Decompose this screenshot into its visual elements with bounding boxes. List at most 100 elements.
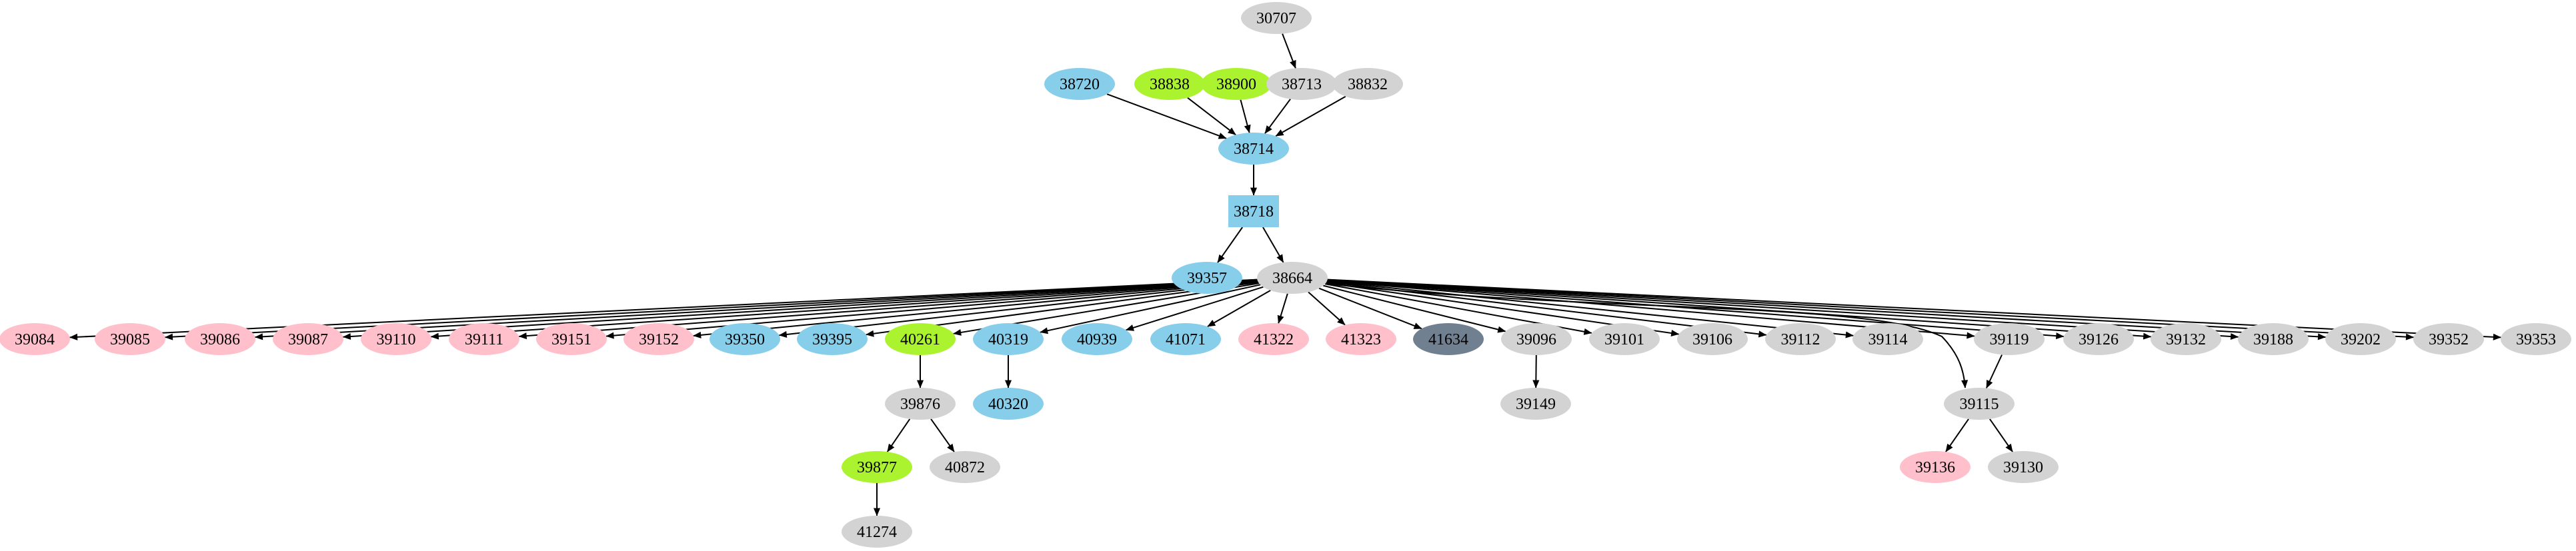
node-shape-ellipse <box>1044 68 1115 100</box>
node-label: 41322 <box>1254 331 1294 348</box>
node-shape-ellipse <box>2501 323 2571 355</box>
graph-node-39112: 39112 <box>1765 323 1836 355</box>
node-shape-ellipse <box>95 323 165 355</box>
graph-node-39152: 39152 <box>623 323 694 355</box>
node-label: 38720 <box>1060 76 1100 93</box>
node-label: 39188 <box>2253 331 2293 348</box>
node-label: 39096 <box>1516 331 1556 348</box>
edge-39119-39115 <box>1985 354 2003 389</box>
node-shape-ellipse <box>1134 68 1205 100</box>
edge-38664-39152 <box>693 280 1258 338</box>
node-shape-ellipse <box>1326 323 1396 355</box>
node-shape-ellipse <box>623 323 694 355</box>
graph-node-39151: 39151 <box>536 323 607 355</box>
edge-39115-39130 <box>1989 418 2013 452</box>
graph-node-41634: 41634 <box>1413 323 1484 355</box>
edge-39876-39877 <box>886 418 911 452</box>
graph-node-39106: 39106 <box>1677 323 1748 355</box>
graph-node-39087: 39087 <box>273 323 343 355</box>
node-label: 39106 <box>1692 331 1732 348</box>
node-label: 39151 <box>551 331 591 348</box>
edge-38664-41322 <box>1277 293 1288 324</box>
node-label: 30707 <box>1256 10 1296 27</box>
node-shape-ellipse <box>2413 323 2484 355</box>
node-label: 39126 <box>2079 331 2119 348</box>
node-shape-ellipse <box>885 323 956 355</box>
edge-38900-38714 <box>1240 99 1251 133</box>
edge-38664-39126 <box>1327 280 2065 340</box>
graph-node-39136: 39136 <box>1900 451 1971 483</box>
node-shape-ellipse <box>273 323 343 355</box>
edge-38664-39151 <box>605 280 1258 339</box>
node-label: 39130 <box>2003 459 2043 476</box>
node-label: 38838 <box>1150 76 1190 93</box>
graph-node-39202: 39202 <box>2325 323 2396 355</box>
edge-39876-40872 <box>930 418 955 452</box>
graph-node-41323: 41323 <box>1326 323 1396 355</box>
node-shape-ellipse <box>973 388 1044 420</box>
node-label: 40261 <box>900 331 940 348</box>
graph-node-40939: 40939 <box>1062 323 1132 355</box>
graph-node-39350: 39350 <box>710 323 780 355</box>
graph-node-39352: 39352 <box>2413 323 2484 355</box>
graph-node-38713: 38713 <box>1266 68 1337 100</box>
node-label: 40320 <box>988 396 1028 413</box>
node-shape-ellipse <box>2325 323 2396 355</box>
node-shape-ellipse <box>1677 323 1748 355</box>
graph-node-40320: 40320 <box>973 388 1044 420</box>
node-label: 39111 <box>465 331 503 348</box>
node-shape-ellipse <box>2063 323 2134 355</box>
node-label: 40872 <box>945 459 985 476</box>
node-shape-ellipse <box>1589 323 1660 355</box>
node-label: 41071 <box>1166 331 1206 348</box>
node-label: 39149 <box>1516 396 1556 413</box>
node-shape-ellipse <box>1201 68 1272 100</box>
node-shape-ellipse <box>536 323 607 355</box>
node-label: 38832 <box>1348 76 1388 93</box>
edge-38664-41323 <box>1308 291 1346 326</box>
node-shape-ellipse <box>1062 323 1132 355</box>
graph-node-38664: 38664 <box>1257 262 1328 294</box>
edge-38713-38714 <box>1264 99 1291 134</box>
edge-38664-40319 <box>1040 284 1261 334</box>
graph-node-39395: 39395 <box>797 323 868 355</box>
node-label: 39101 <box>1604 331 1644 348</box>
graph-node-39132: 39132 <box>2151 323 2221 355</box>
edge-38664-39202 <box>1327 279 2326 340</box>
graph-node-39101: 39101 <box>1589 323 1660 355</box>
node-shape-ellipse <box>2151 323 2221 355</box>
node-shape-ellipse <box>842 516 912 548</box>
node-label: 39086 <box>200 331 240 348</box>
edge-38838-38714 <box>1187 97 1236 136</box>
node-shape-ellipse <box>1266 68 1337 100</box>
graph-node-38718: 38718 <box>1228 195 1279 227</box>
graph-node-41322: 41322 <box>1238 323 1309 355</box>
node-label: 40939 <box>1077 331 1117 348</box>
edge-38664-39086 <box>255 279 1258 340</box>
graph-node-39115: 39115 <box>1944 388 2015 420</box>
node-label: 41274 <box>857 524 897 541</box>
node-label: 38714 <box>1234 141 1274 158</box>
graph-node-39357: 39357 <box>1172 262 1242 294</box>
node-label: 38718 <box>1234 203 1274 221</box>
node-shape-ellipse <box>1332 68 1403 100</box>
node-shape-ellipse <box>1257 262 1328 294</box>
node-label: 39119 <box>1989 331 2029 348</box>
graph-node-39084: 39084 <box>0 323 70 355</box>
node-label: 41634 <box>1428 331 1468 348</box>
node-shape-ellipse <box>1172 262 1242 294</box>
node-label: 39087 <box>288 331 328 348</box>
node-shape-ellipse <box>361 323 431 355</box>
node-shape-ellipse <box>1974 323 2045 355</box>
graph-node-41071: 41071 <box>1150 323 1221 355</box>
edge-38664-39352 <box>1327 278 2414 340</box>
node-shape-ellipse <box>1238 323 1309 355</box>
node-label: 39136 <box>1915 459 1955 476</box>
node-shape-ellipse <box>1944 388 2015 420</box>
graph-node-39188: 39188 <box>2238 323 2309 355</box>
graph-node-41274: 41274 <box>842 516 912 548</box>
edge-38664-40939 <box>1126 286 1264 331</box>
node-shape-ellipse <box>2238 323 2309 355</box>
